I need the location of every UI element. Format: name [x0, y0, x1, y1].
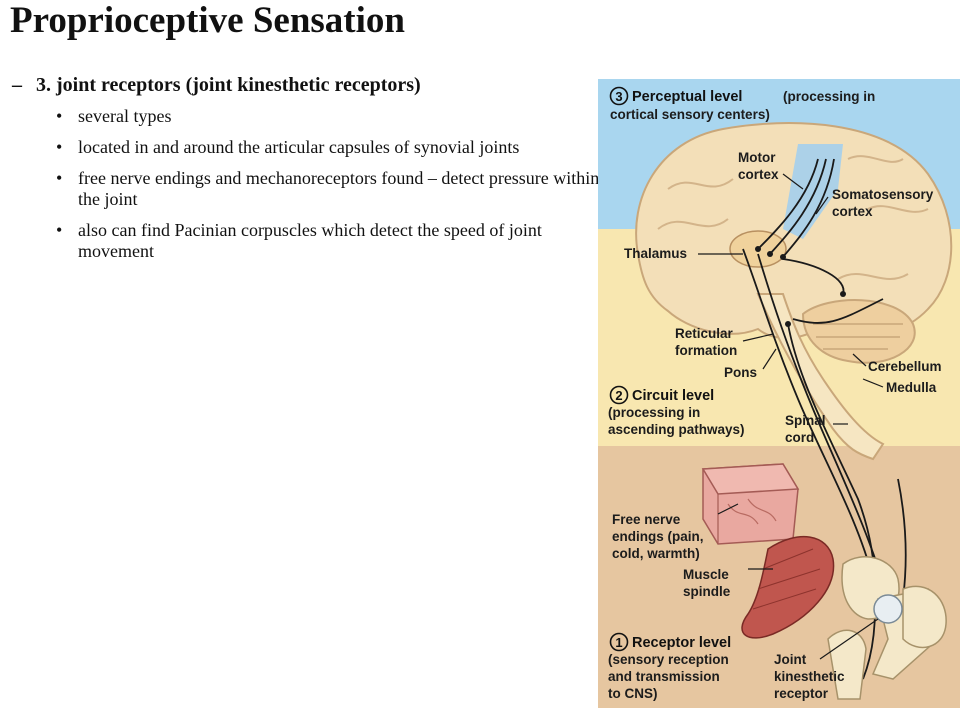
- level-perceptual: 3 Perceptual level (processing in cortic…: [609, 86, 875, 122]
- label-reticular-1: Reticular: [675, 326, 734, 341]
- joint-receptor-capsule: [873, 594, 903, 624]
- bullet-dot: •: [56, 220, 63, 240]
- label-joint-3: receptor: [774, 686, 829, 701]
- subheading-text: 3. joint receptors (joint kinesthetic re…: [36, 74, 421, 96]
- label-somatosensory-1: Somatosensory: [832, 187, 934, 202]
- bullet-text: located in and around the articular caps…: [78, 137, 520, 157]
- label-joint-1: Joint: [774, 652, 807, 667]
- circuit-desc-2: ascending pathways): [608, 422, 745, 437]
- label-somatosensory-2: cortex: [832, 204, 873, 219]
- receptor-desc-3: to CNS): [608, 686, 658, 701]
- leader-lines: [698, 173, 884, 660]
- perceptual-title: Perceptual level: [632, 89, 742, 105]
- level-receptor: 1 Receptor level (sensory reception and …: [608, 632, 731, 701]
- pathway-nodes: [755, 246, 846, 327]
- perceptual-number: 3: [615, 89, 622, 104]
- bullet-item: • free nerve endings and mechanoreceptors…: [56, 168, 616, 210]
- circuit-number: 2: [615, 388, 622, 403]
- muscle-shape: [741, 535, 835, 639]
- muscle-fibers: [752, 548, 821, 610]
- brainstem: [756, 293, 885, 461]
- label-cerebellum: Cerebellum: [868, 359, 942, 374]
- bullet-text: several types: [78, 106, 172, 126]
- bullet-dot: •: [56, 137, 63, 157]
- label-free-nerve-3: cold, warmth): [612, 546, 700, 561]
- bullet-dot: •: [56, 106, 63, 126]
- subheading-dash: –: [12, 74, 22, 96]
- perceptual-desc-1: (processing in: [783, 89, 875, 104]
- bullet-item: • several types: [56, 106, 616, 127]
- skin-block: [701, 463, 800, 545]
- bullet-text: also can find Pacinian corpuscles which …: [78, 220, 542, 261]
- pathway-illustration: 3 Perceptual level (processing in cortic…: [598, 79, 960, 708]
- circuit-desc-1: (processing in: [608, 405, 700, 420]
- cortex-highlight: [783, 144, 843, 239]
- label-medulla: Medulla: [886, 380, 937, 395]
- label-motor-cortex-2: cortex: [738, 167, 779, 182]
- brain-gyri: [657, 155, 929, 280]
- receptor-desc-2: and transmission: [608, 669, 720, 684]
- pathway-figure: 3 Perceptual level (processing in cortic…: [598, 79, 960, 708]
- label-joint-2: kinesthetic: [774, 669, 845, 684]
- cerebellum-folds: [813, 323, 903, 350]
- bullet-list: • several types • located in and around th…: [56, 106, 616, 272]
- perceptual-desc-2: cortical sensory centers): [610, 107, 770, 122]
- label-thalamus: Thalamus: [624, 246, 687, 261]
- slide-title: Proprioceptive Sensation: [10, 0, 405, 41]
- label-spinal-2: cord: [785, 430, 814, 445]
- label-motor-cortex-1: Motor: [738, 150, 776, 165]
- bullet-text: free nerve endings and mechanoreceptors …: [78, 168, 600, 209]
- receptor-number: 1: [615, 635, 622, 650]
- subheading: –3. joint receptors (joint kinesthetic r…: [12, 72, 421, 98]
- label-muscle-1: Muscle: [683, 567, 729, 582]
- circuit-title: Circuit level: [632, 388, 714, 404]
- receptor-desc-1: (sensory reception: [608, 652, 729, 667]
- label-pons: Pons: [724, 365, 757, 380]
- bullet-item: • also can find Pacinian corpuscles which…: [56, 220, 616, 262]
- bullet-item: • located in and around the articular cap…: [56, 137, 616, 158]
- level-circuit: 2 Circuit level (processing in ascending…: [608, 385, 745, 437]
- label-free-nerve-1: Free nerve: [612, 512, 681, 527]
- label-reticular-2: formation: [675, 343, 737, 358]
- cerebellum-shape: [801, 299, 916, 364]
- bullet-dot: •: [56, 168, 63, 188]
- label-muscle-2: spindle: [683, 584, 731, 599]
- receptor-title: Receptor level: [632, 635, 731, 651]
- label-free-nerve-2: endings (pain,: [612, 529, 704, 544]
- label-spinal-1: Spinal: [785, 413, 826, 428]
